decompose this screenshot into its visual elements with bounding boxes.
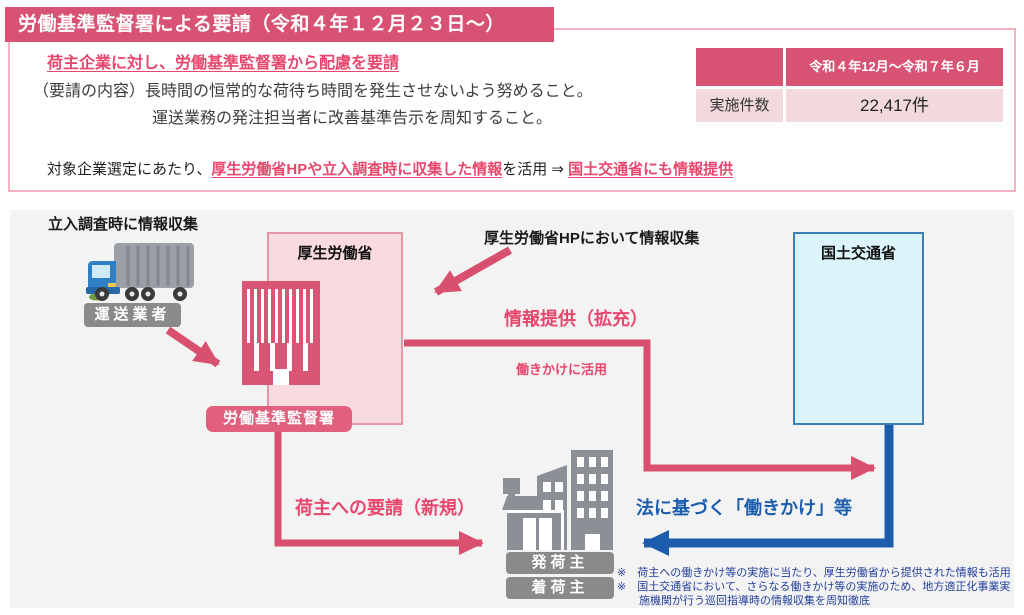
note-2: ※ 国土交通省において、さらなる働きかけ等の実施のため、地方適正化事業実施機関が… bbox=[617, 581, 1011, 608]
mlit-label: 国土交通省 bbox=[820, 245, 896, 262]
table-corner-cell bbox=[696, 48, 783, 86]
mlit-box: 国土交通省 bbox=[793, 232, 924, 425]
table-row-label: 実施件数 bbox=[696, 89, 783, 122]
consignor-badge: 発荷主 bbox=[506, 552, 614, 574]
truck-icon bbox=[86, 243, 194, 301]
consignee-badge: 着荷主 bbox=[506, 577, 614, 599]
table-period-header: 令和４年12月～令和７年６月 bbox=[786, 48, 1003, 86]
labor-office-badge: 労働基準監督署 bbox=[206, 406, 352, 432]
request-headline: 荷主企業に対し、労働基準監督署から配慮を要請 bbox=[47, 55, 400, 72]
note-1: ※ 荷主への働きかけ等の実施に当たり、厚生労働省から提供された情報も活用 bbox=[617, 567, 1011, 579]
selection-bullet: 対象企業選定にあたり、厚生労働省HPや立入調査時に収集した情報を活用 ⇒ 国土交… bbox=[47, 158, 733, 179]
use-for-outreach-label: 働きかけに活用 bbox=[516, 362, 608, 377]
selection-middle: を活用 ⇒ bbox=[502, 161, 569, 178]
onsite-collection-label: 立入調査時に情報収集 bbox=[48, 216, 199, 233]
shipper-request-label: 荷主への要請（新規） bbox=[295, 498, 475, 518]
city-buildings-icon bbox=[502, 450, 613, 550]
hp-collection-label: 厚生労働省HPにおいて情報収集 bbox=[484, 230, 700, 247]
request-detail-1: （要請の内容）長時間の恒常的な荷待ち時間を発生させないよう努めること。 bbox=[33, 83, 593, 100]
labor-office-building-icon bbox=[242, 281, 320, 385]
page-title: 労働基準監督署による要請（令和４年１２月２３日～） bbox=[5, 7, 554, 42]
law-outreach-label: 法に基づく「働きかけ」等 bbox=[636, 498, 852, 518]
request-detail-2: 運送業務の発注担当者に改善基準告示を周知すること。 bbox=[152, 110, 553, 127]
info-provision-label: 情報提供（拡充） bbox=[504, 309, 648, 329]
footnotes: ※ 荷主への働きかけ等の実施に当たり、厚生労働省から提供された情報も活用 ※ 国… bbox=[617, 566, 1017, 608]
selection-highlight-2: 国土交通省にも情報提供 bbox=[568, 161, 734, 178]
carrier-badge: 運送業者 bbox=[84, 303, 181, 327]
table-row-value: 22,417件 bbox=[786, 89, 1003, 122]
selection-prefix: 対象企業選定にあたり、 bbox=[47, 161, 212, 178]
selection-highlight-1: 厚生労働省HPや立入調査時に収集した情報 bbox=[211, 161, 503, 178]
mhlw-label: 厚生労働省 bbox=[297, 245, 373, 262]
